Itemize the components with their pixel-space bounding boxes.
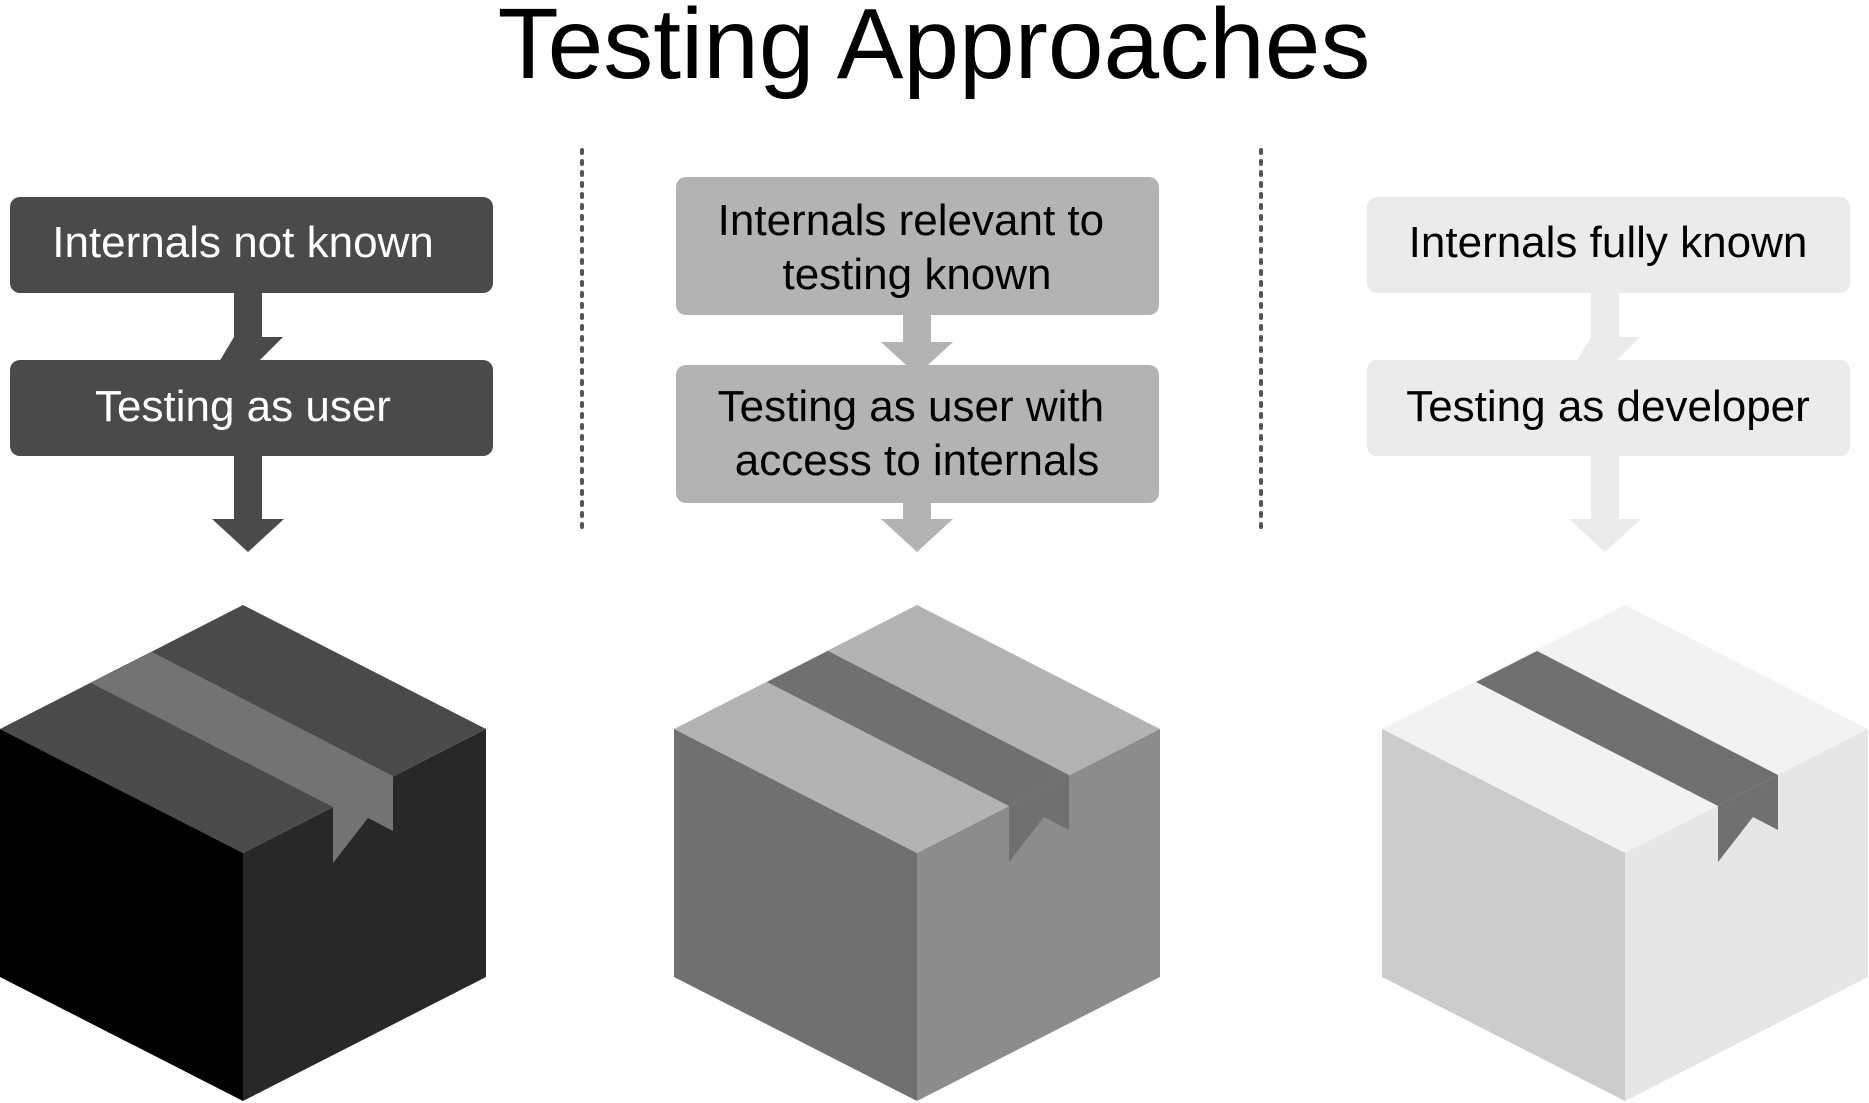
internals-label: Internals fully known [1409,218,1808,267]
internals-label: Internals relevant to testing known [718,196,1117,299]
arrow-to-box [1569,456,1641,552]
arrow-top-to-bottom [213,292,283,372]
grey-box-cube [674,605,1160,1101]
testing-label: Testing as developer [1406,382,1810,431]
internals-label-box [1367,197,1850,293]
testing-label: Testing as user with access to internals [718,382,1117,485]
white-box-cube [1382,605,1868,1101]
arrow-to-box [212,456,284,552]
black-box-cube [0,605,486,1101]
column-black-box: Internals not known Testing as user [0,197,493,1101]
testing-label-box [676,365,1159,503]
arrow-to-box [881,502,953,552]
internals-label: Internals not known [52,218,434,267]
arrow-top-to-bottom [881,312,953,375]
column-white-box: Internals fully known Testing as develop… [1367,197,1868,1101]
internals-label-box [676,177,1159,315]
testing-label: Testing as user [95,382,391,431]
testing-label-box [10,360,493,456]
testing-label-box [1367,360,1850,456]
internals-label-box [10,197,493,293]
arrow-top-to-bottom [1570,292,1640,372]
diagram-title: Testing Approaches [498,0,1371,100]
column-grey-box: Internals relevant to testing known Test… [674,177,1160,1101]
